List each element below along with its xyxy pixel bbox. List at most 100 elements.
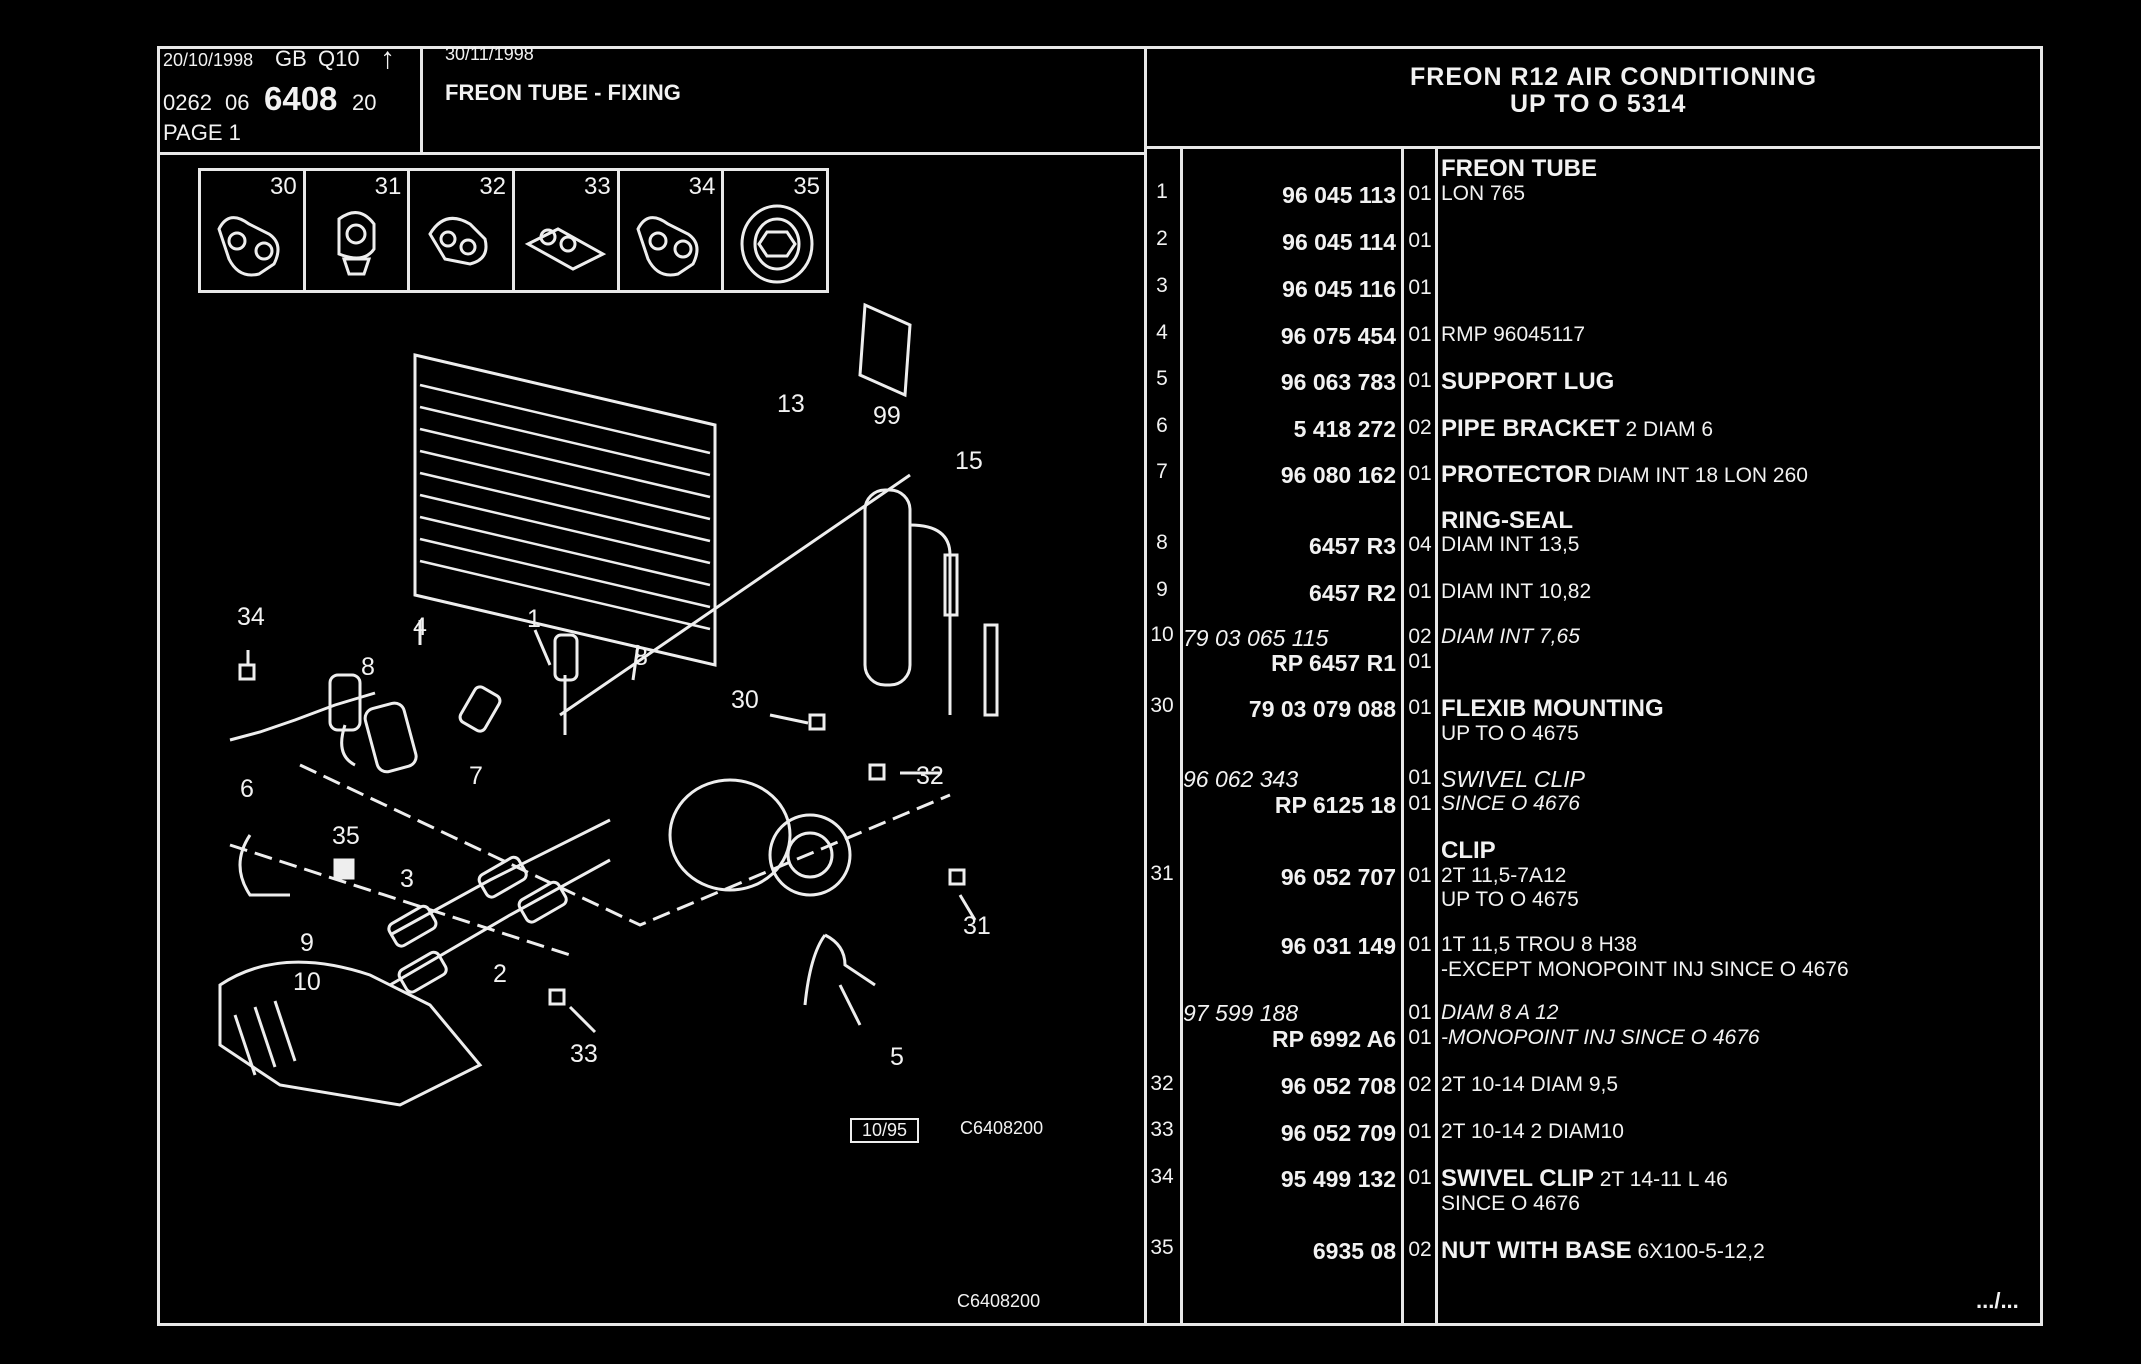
callout-30: 30: [731, 686, 759, 714]
part-number: 6935 08: [1312, 1238, 1396, 1264]
group-title-2: UP TO O 5314: [1510, 90, 1687, 118]
quantity: 01: [1408, 462, 1432, 485]
thumbnail-31[interactable]: 31: [306, 171, 411, 290]
part-number: 96 062 343: [1183, 766, 1299, 792]
row-number: 1: [1156, 180, 1168, 203]
description: SWIVEL CLIP 2T 14-11 L 46: [1441, 1165, 1728, 1192]
bracket-icon: [524, 227, 607, 271]
callout-5: 5: [890, 1043, 904, 1071]
part-number: 79 03 065 115: [1183, 625, 1329, 651]
divider-header-left: [420, 46, 423, 152]
row-number: 7: [1156, 460, 1168, 483]
callout-35: 35: [332, 822, 360, 850]
row-number: 10: [1150, 623, 1174, 646]
quantity: 01: [1408, 1120, 1432, 1143]
callout-6: 6: [240, 775, 254, 803]
description: PIPE BRACKET 2 DIAM 6: [1441, 415, 1714, 442]
part-number: 5 418 272: [1293, 416, 1396, 442]
part-number: 96 075 454: [1280, 323, 1396, 349]
clip-icon: [217, 216, 280, 277]
heading-clip: CLIP: [1441, 837, 1496, 864]
part-number: 96 063 783: [1280, 369, 1396, 395]
description: 2T 10-14 DIAM 9,5: [1441, 1073, 1619, 1096]
description: FLEXIB MOUNTING: [1441, 695, 1664, 722]
header-ref-a: 0262: [163, 90, 212, 115]
callout-7: 7: [469, 762, 483, 790]
thumbnail-34[interactable]: 34: [620, 171, 725, 290]
part-number: RP 6125 18: [1274, 792, 1396, 818]
description: DIAM INT 10,82: [1441, 580, 1592, 603]
callout-31: 31: [963, 912, 991, 940]
quantity: 01: [1408, 580, 1432, 603]
continued-marker: .../...: [1976, 1288, 2019, 1313]
divider-header-right-bottom: [1144, 146, 2043, 149]
row-number: 31: [1150, 862, 1174, 885]
quantity: 01: [1408, 229, 1432, 252]
row-number: 32: [1150, 1072, 1174, 1095]
description: DIAM INT 7,65: [1441, 625, 1580, 648]
nut-icon: [740, 204, 814, 284]
callout-32: 32: [916, 762, 944, 790]
callout-99: 99: [873, 402, 901, 430]
description: SUPPORT LUG: [1441, 368, 1615, 395]
callout-9: 9: [300, 929, 314, 957]
clip-icon: [428, 216, 488, 266]
divider-header-left-bottom: [157, 152, 1147, 155]
quantity: 01: [1408, 933, 1432, 956]
exploded-diagram: [218, 302, 999, 1107]
quantity: 01: [1408, 1166, 1432, 1189]
header-page: PAGE 1: [163, 120, 241, 145]
quantity: 02: [1408, 625, 1432, 648]
quantity: 02: [1408, 1238, 1432, 1261]
callout-8b: 8: [634, 643, 648, 671]
quantity: 01: [1408, 323, 1432, 346]
stamp-code: C6408200: [960, 1118, 1044, 1138]
callout-34: 34: [237, 603, 265, 631]
description: SINCE O 4676: [1441, 792, 1580, 815]
clip-icon: [337, 211, 376, 276]
header-date1: 20/10/1998: [163, 50, 254, 70]
description: UP TO O 4675: [1441, 722, 1579, 745]
callout-8a: 8: [361, 653, 375, 681]
row-number: 4: [1156, 321, 1168, 344]
clip-icon: [636, 216, 699, 277]
quantity: 01: [1408, 369, 1432, 392]
description: DIAM 8 A 12: [1441, 1001, 1559, 1024]
divider-col-desc: [1435, 146, 1438, 1326]
thumbnail-30[interactable]: 30: [201, 171, 306, 290]
header-code: Q10: [318, 46, 360, 71]
quantity: 01: [1408, 182, 1432, 205]
group-title-1: FREON R12 AIR CONDITIONING: [1410, 63, 1818, 91]
description: DIAM INT 13,5: [1441, 533, 1580, 556]
description: -EXCEPT MONOPOINT INJ SINCE O 4676: [1441, 958, 1849, 981]
row-number: 3: [1156, 274, 1168, 297]
callout-1: 1: [527, 605, 541, 633]
description: SINCE O 4676: [1441, 1192, 1580, 1215]
description: -MONOPOINT INJ SINCE O 4676: [1441, 1026, 1760, 1049]
heading-freon-tube: FREON TUBE: [1441, 155, 1597, 182]
header-ref-c: 6408: [264, 80, 338, 117]
header-arrow: ↑: [380, 42, 395, 75]
part-number: 96 031 149: [1280, 933, 1396, 959]
row-number: 30: [1150, 694, 1174, 717]
callout-2: 2: [493, 960, 507, 988]
row-number: 6: [1156, 414, 1168, 437]
thumbnail-33[interactable]: 33: [515, 171, 620, 290]
callout-10: 10: [293, 968, 321, 996]
thumbnail-35[interactable]: 35: [724, 171, 826, 290]
description: RMP 96045117: [1441, 323, 1585, 346]
part-number: 97 599 188: [1183, 1000, 1299, 1026]
thumbnail-32[interactable]: 32: [410, 171, 516, 290]
part-number: RP 6457 R1: [1271, 650, 1396, 676]
stamp-date: 10/95: [850, 1118, 920, 1143]
quantity: 01: [1408, 1026, 1432, 1049]
description: 2T 11,5-7A12: [1441, 864, 1567, 887]
quantity: 01: [1408, 276, 1432, 299]
description: LON 765: [1441, 182, 1526, 205]
quantity: 01: [1408, 766, 1432, 789]
description: SWIVEL CLIP: [1441, 766, 1586, 792]
page-frame: [157, 46, 2043, 1326]
part-number: 96 052 707: [1280, 864, 1396, 890]
callout-3: 3: [400, 865, 414, 893]
header-date2: 30/11/1998: [445, 44, 534, 64]
